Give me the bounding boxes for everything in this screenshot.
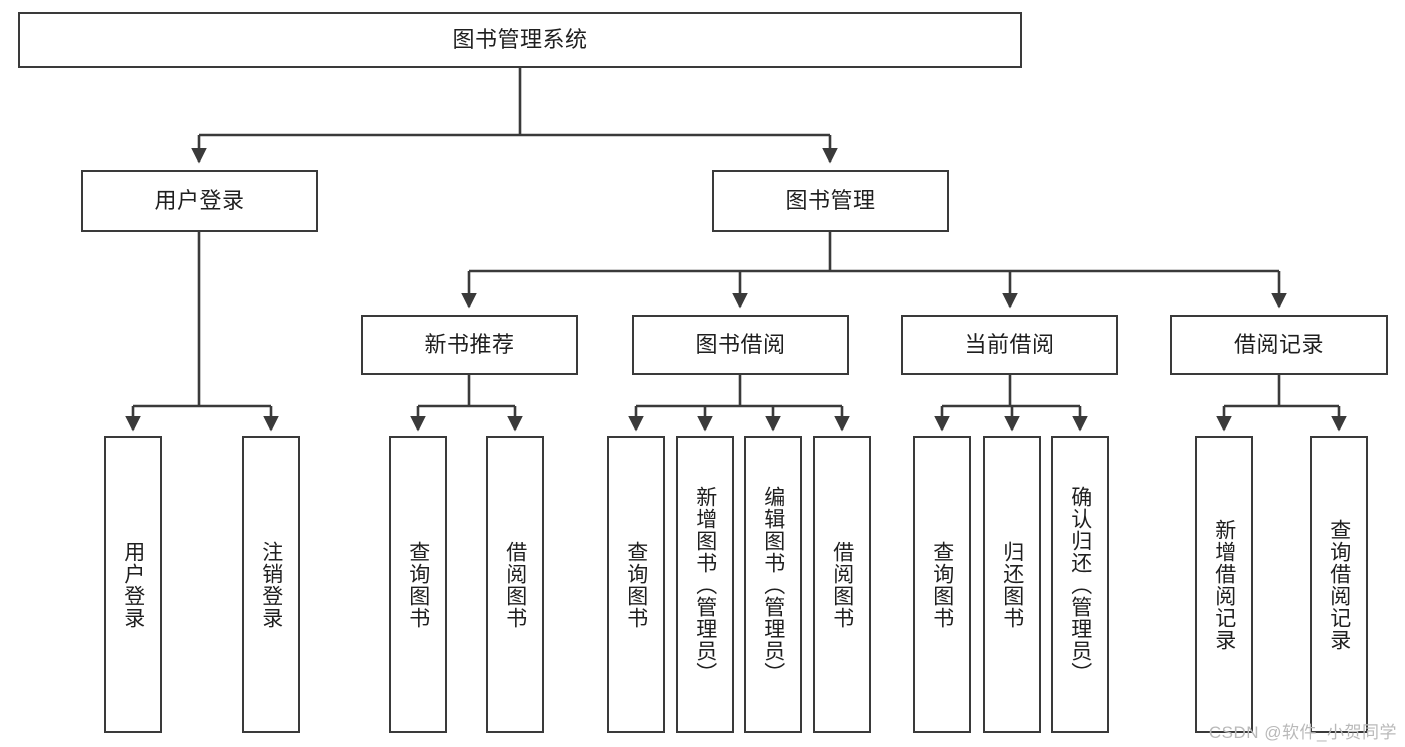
leaf-records-query-label: 查询借阅记录	[1327, 518, 1351, 651]
leaf-borrow-borrow-book-label: 借阅图书	[830, 540, 854, 629]
node-book-management-label: 图书管理	[785, 188, 876, 214]
node-new-book-recommend-label: 新书推荐	[424, 332, 515, 358]
node-current-borrow-label: 当前借阅	[964, 332, 1055, 358]
leaf-records-add[interactable]: 新增借阅记录	[1195, 436, 1253, 733]
leaf-borrow-query[interactable]: 查询图书	[607, 436, 665, 733]
leaf-user-login-signout[interactable]: 注销登录	[242, 436, 300, 733]
node-borrow-records[interactable]: 借阅记录	[1170, 315, 1388, 375]
leaf-records-query[interactable]: 查询借阅记录	[1310, 436, 1368, 733]
node-new-book-recommend[interactable]: 新书推荐	[361, 315, 578, 375]
leaf-user-login-signout-label: 注销登录	[259, 540, 283, 629]
leaf-borrow-borrow-book[interactable]: 借阅图书	[813, 436, 871, 733]
leaf-current-return[interactable]: 归还图书	[983, 436, 1041, 733]
leaf-borrow-edit-book-label: 编辑图书（管理员）	[761, 485, 785, 684]
leaf-current-return-label: 归还图书	[1000, 540, 1024, 629]
leaf-borrow-query-label: 查询图书	[624, 540, 648, 629]
leaf-records-add-label: 新增借阅记录	[1212, 518, 1236, 651]
node-current-borrow[interactable]: 当前借阅	[901, 315, 1118, 375]
node-book-management[interactable]: 图书管理	[712, 170, 949, 232]
leaf-new-book-borrow-label: 借阅图书	[503, 540, 527, 629]
leaf-new-book-query-label: 查询图书	[406, 540, 430, 629]
node-book-borrow[interactable]: 图书借阅	[632, 315, 849, 375]
leaf-borrow-add-book-label: 新增图书（管理员）	[693, 485, 717, 684]
node-book-borrow-label: 图书借阅	[695, 332, 786, 358]
node-root-label: 图书管理系统	[452, 27, 588, 53]
leaf-borrow-edit-book[interactable]: 编辑图书（管理员）	[744, 436, 802, 733]
leaf-current-confirm-return-label: 确认归还（管理员）	[1068, 485, 1092, 684]
node-user-login[interactable]: 用户登录	[81, 170, 318, 232]
leaf-new-book-query[interactable]: 查询图书	[389, 436, 447, 733]
leaf-user-login-signin-label: 用户登录	[121, 540, 145, 629]
leaf-new-book-borrow[interactable]: 借阅图书	[486, 436, 544, 733]
leaf-user-login-signin[interactable]: 用户登录	[104, 436, 162, 733]
leaf-current-query[interactable]: 查询图书	[913, 436, 971, 733]
leaf-current-query-label: 查询图书	[930, 540, 954, 629]
node-root[interactable]: 图书管理系统	[18, 12, 1022, 68]
node-borrow-records-label: 借阅记录	[1233, 332, 1324, 358]
leaf-current-confirm-return[interactable]: 确认归还（管理员）	[1051, 436, 1109, 733]
node-user-login-label: 用户登录	[154, 188, 245, 214]
leaf-borrow-add-book[interactable]: 新增图书（管理员）	[676, 436, 734, 733]
